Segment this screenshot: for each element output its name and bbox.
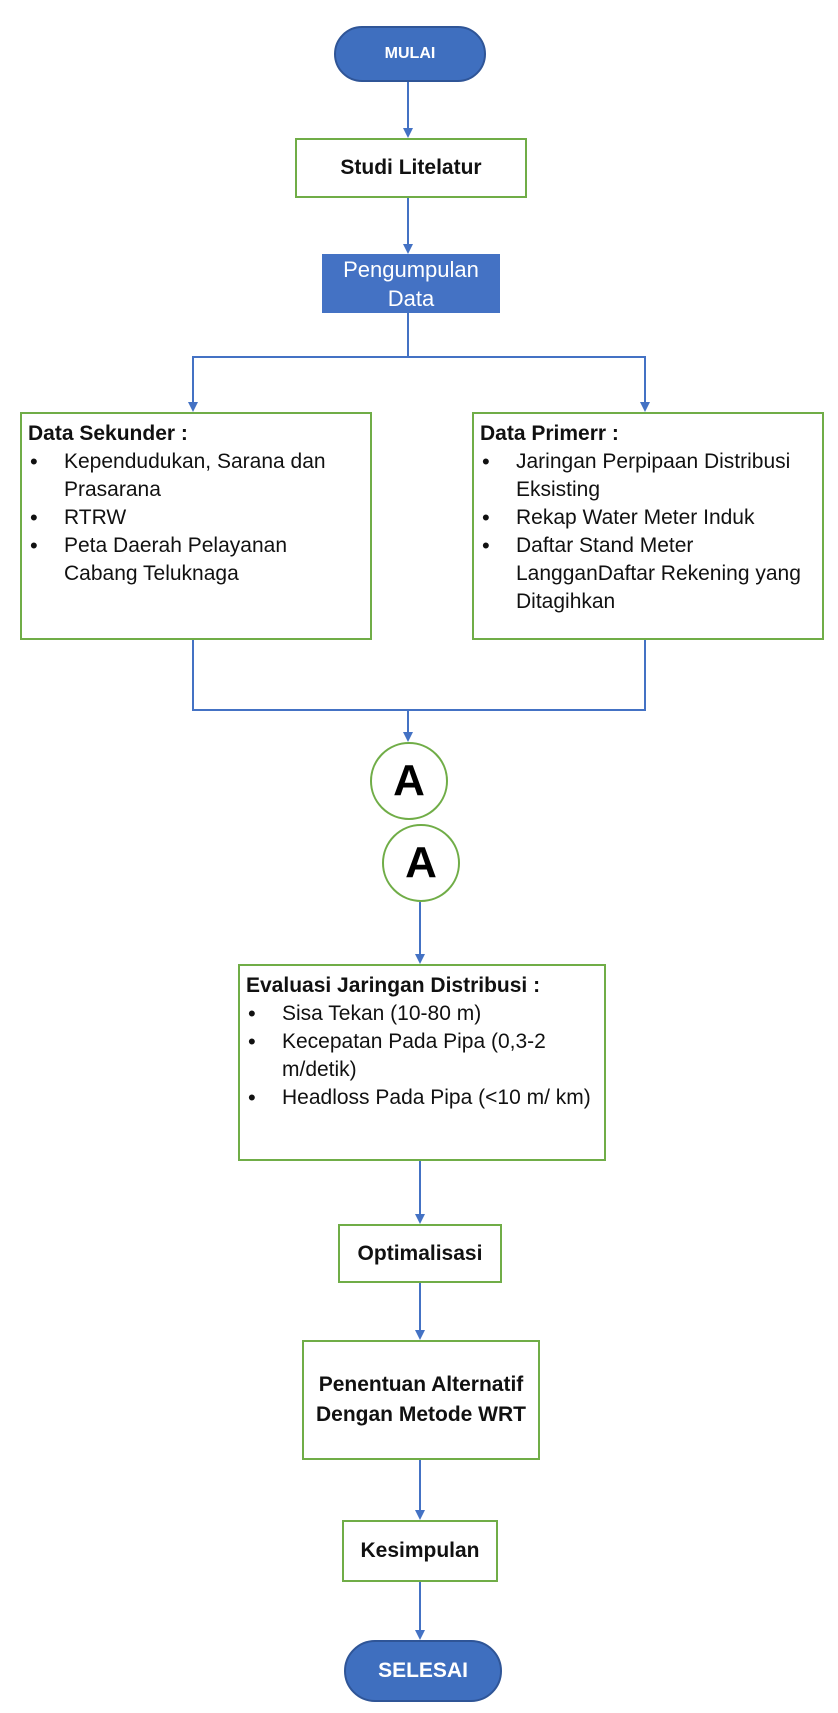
end-terminal: SELESAI <box>344 1640 502 1702</box>
penentuan-box: Penentuan Alternatif Dengan Metode WRT <box>302 1340 540 1460</box>
pengumpulan-label: Pengumpulan Data <box>343 256 479 311</box>
kesimpulan-label: Kesimpulan <box>360 1539 480 1562</box>
start-label: MULAI <box>384 45 436 62</box>
start-terminal: MULAI <box>334 26 486 82</box>
offpage-connector-in: A <box>382 824 460 902</box>
studi-litelatur-box: Studi Litelatur <box>295 138 527 198</box>
end-label: SELESAI <box>378 1659 468 1682</box>
data-primer-box: Data Primerr : Jaringan Perpipaan Distri… <box>472 412 824 640</box>
sekunder-heading: Data Sekunder : <box>28 422 188 445</box>
connector-in-label: A <box>405 838 437 887</box>
arrow-pengumpulan-split <box>188 313 409 412</box>
evaluasi-list: Sisa Tekan (10-80 m) Kecepatan Pada Pipa… <box>246 1000 600 1112</box>
primer-list: Jaringan Perpipaan Distribusi Eksisting … <box>480 448 818 616</box>
penentuan-label: Penentuan Alternatif Dengan Metode WRT <box>316 1373 526 1426</box>
list-item: Kecepatan Pada Pipa (0,3-2 m/detik) <box>246 1028 600 1084</box>
arrow-merge-primer <box>408 640 646 711</box>
arrow-merge-sekunder <box>192 640 413 742</box>
arrow-split-primer <box>408 356 646 410</box>
list-item: Sisa Tekan (10-80 m) <box>246 1000 600 1028</box>
list-item: Daftar Stand Meter LangganDaftar Rekenin… <box>480 532 818 616</box>
optimalisasi-label: Optimalisasi <box>357 1241 483 1265</box>
pengumpulan-data-box: Pengumpulan Data <box>322 254 500 313</box>
evaluasi-box: Evaluasi Jaringan Distribusi : Sisa Teka… <box>238 964 606 1161</box>
list-item: Jaringan Perpipaan Distribusi Eksisting <box>480 448 818 504</box>
evaluasi-heading: Evaluasi Jaringan Distribusi : <box>246 974 541 997</box>
data-sekunder-box: Data Sekunder : Kependudukan, Sarana dan… <box>20 412 372 640</box>
list-item: Peta Daerah Pelayanan Cabang Teluknaga <box>28 532 366 588</box>
list-item: Kependudukan, Sarana dan Prasarana <box>28 448 366 504</box>
offpage-connector-out: A <box>370 742 448 820</box>
sekunder-list: Kependudukan, Sarana dan Prasarana RTRW … <box>28 448 366 588</box>
kesimpulan-box: Kesimpulan <box>342 1520 498 1582</box>
list-item: Rekap Water Meter Induk <box>480 504 818 532</box>
primer-heading: Data Primerr : <box>480 422 619 445</box>
studi-label: Studi Litelatur <box>340 156 482 179</box>
list-item: Headloss Pada Pipa (<10 m/ km) <box>246 1084 600 1112</box>
connector-out-label: A <box>393 756 425 805</box>
optimalisasi-box: Optimalisasi <box>338 1224 502 1283</box>
list-item: RTRW <box>28 504 366 532</box>
